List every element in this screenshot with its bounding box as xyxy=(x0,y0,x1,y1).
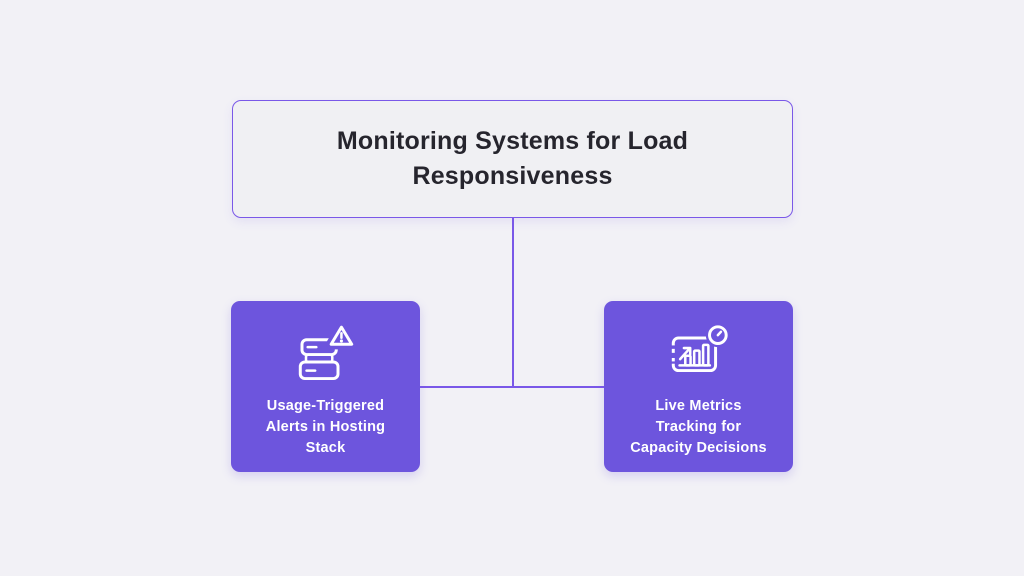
node-usage-triggered-alerts: Usage-Triggered Alerts in Hosting Stack xyxy=(231,301,420,472)
page-title: Monitoring Systems for Load Responsivene… xyxy=(337,124,688,194)
page-title-line-2: Responsiveness xyxy=(412,162,613,190)
server-alert-icon xyxy=(298,322,357,381)
page-title-line-1: Monitoring Systems for Load xyxy=(336,127,689,155)
header-node: Monitoring Systems for Load Responsivene… xyxy=(232,100,793,218)
connector-horizontal xyxy=(420,386,604,388)
node-live-metrics-tracking: Live Metrics Tracking for Capacity Decis… xyxy=(604,301,793,472)
connector-vertical xyxy=(512,218,514,388)
node-label: Live Metrics Tracking for Capacity Decis… xyxy=(630,398,767,456)
metrics-clock-icon xyxy=(670,323,730,373)
node-label: Usage-Triggered Alerts in Hosting Stack xyxy=(265,398,386,456)
